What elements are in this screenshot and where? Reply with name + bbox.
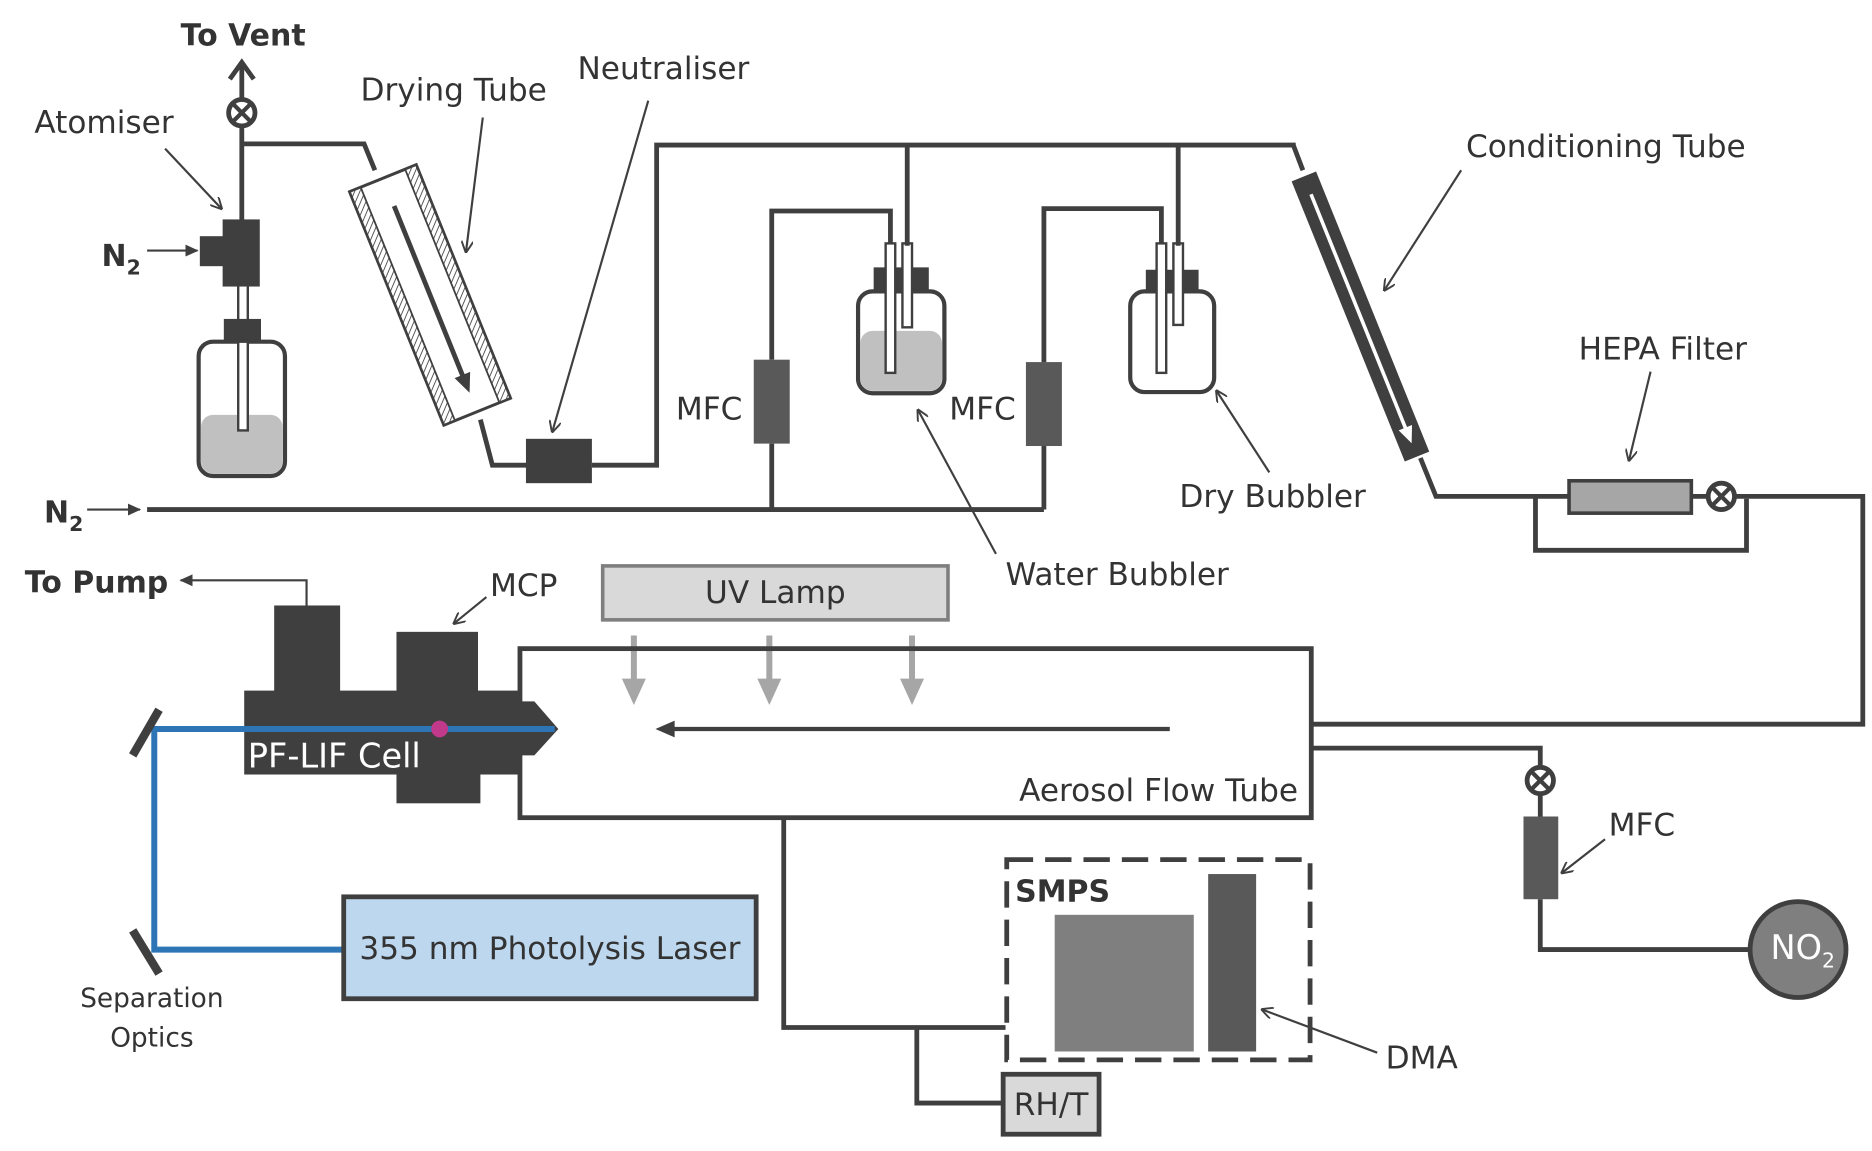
conditioning-flow-arrow-icon (1398, 424, 1413, 444)
laser-label: 355 nm Photolysis Laser (359, 931, 740, 967)
separation-optics-label-2: Optics (110, 1024, 193, 1054)
n2-atomiser-label: N2 (102, 239, 141, 279)
dma-pointer (1262, 1010, 1378, 1054)
atomiser-inlet (199, 236, 227, 267)
pipe-atomiser-drying (241, 141, 378, 172)
conditioning-tube-label: Conditioning Tube (1466, 129, 1746, 165)
uv-arrow-icon (621, 678, 646, 705)
uv-arrow-icon (757, 678, 782, 705)
pipe-mfc1-bubbler (769, 208, 893, 360)
conditioning-tube-pointer (1384, 169, 1463, 290)
pipe-drying-neutraliser (478, 419, 529, 468)
vent-arrow-icon (227, 58, 256, 81)
atomiser-label: Atomiser (34, 105, 173, 141)
drying-tube (347, 162, 513, 428)
rh-t-sensor (1000, 1071, 1102, 1137)
hepa-filter-label: HEPA Filter (1579, 332, 1747, 368)
pipe-conditioning-hepa (1418, 457, 1572, 499)
dry-bubbler-pointer (1217, 391, 1271, 473)
water-bubbler (855, 242, 947, 396)
mfc-1 (753, 359, 790, 444)
conditioning-tube (1291, 171, 1430, 462)
pipe-smps-rht (914, 1027, 1004, 1106)
mirror-top-icon (129, 707, 163, 758)
to-vent-label: To Vent (181, 19, 306, 54)
smps-box (1004, 857, 1313, 1063)
mfc-3-pointer (1562, 838, 1606, 873)
dry-bubbler-label: Dry Bubbler (1179, 479, 1366, 515)
pipe-main-conditioning (1291, 144, 1306, 172)
no2-label: NO2 (1770, 928, 1835, 972)
neutraliser-label: Neutraliser (578, 51, 750, 87)
neutraliser-pointer (552, 100, 650, 432)
rh-t-label: RH/T (1014, 1087, 1090, 1123)
photolysis-laser (341, 894, 759, 1002)
uv-light-arrows (621, 635, 925, 705)
water-bubbler-label: Water Bubbler (1006, 557, 1230, 593)
hepa-bypass-line (1533, 496, 1749, 553)
dma-label: DMA (1386, 1040, 1459, 1076)
to-pump-arrow-icon (179, 574, 308, 606)
mfc-3-label: MFC (1609, 808, 1676, 844)
pipe-neutraliser-main (591, 142, 1296, 468)
particle-counter (1054, 914, 1194, 1052)
drying-tube-label: Drying Tube (361, 73, 547, 109)
neutraliser (525, 438, 592, 484)
aerosol-flow-tube-label: Aerosol Flow Tube (1019, 773, 1298, 809)
pipe-hepa-flowtube (1312, 493, 1866, 727)
hepa-filter (1567, 478, 1694, 515)
smps-label: SMPS (1015, 875, 1110, 910)
dma (1208, 874, 1257, 1052)
uv-lamp-label: UV Lamp (705, 575, 846, 611)
pf-lif-cell (244, 605, 559, 804)
flow-direction-arrow-icon (655, 720, 675, 738)
pipe-mfc2-bubbler (1041, 206, 1164, 363)
bottle-liquid (201, 414, 283, 474)
laser-beam (151, 725, 555, 953)
n2-main-label: N2 (44, 496, 83, 536)
drying-tube-pointer (466, 117, 484, 251)
mfc-1-label: MFC (676, 392, 743, 428)
mirror-bottom-icon (129, 928, 163, 976)
pipe-flowtube-smps (781, 817, 1006, 1030)
mfc-2 (1025, 362, 1062, 447)
hepa-valve-icon[interactable] (1705, 480, 1737, 512)
pipe-mfc3-no2 (1537, 899, 1752, 952)
to-pump-label: To Pump (25, 565, 168, 600)
pipe-flowtube-no2 (1312, 745, 1543, 768)
atomiser-assembly: N2 (102, 58, 288, 479)
no2-valve-icon[interactable] (1524, 764, 1556, 797)
drying-flow-arrow-icon (454, 371, 471, 393)
vent-valve-icon[interactable] (226, 97, 258, 129)
mcp-pointer (454, 596, 488, 623)
interaction-point (431, 720, 449, 738)
mfc-2-label: MFC (949, 392, 1016, 428)
dry-bubbler (1128, 242, 1217, 395)
atomiser-pointer (164, 147, 221, 209)
bottle-cap (223, 318, 261, 342)
pf-lif-cell-label: PF-LIF Cell (248, 736, 421, 775)
atomiser-body (222, 219, 260, 287)
no2-cylinder (1747, 899, 1849, 1000)
water-bubbler-pointer (918, 410, 997, 555)
mfc-3 (1523, 816, 1559, 900)
hepa-filter-pointer (1629, 371, 1652, 461)
uv-lamp (600, 564, 950, 622)
dip-tube-inner (237, 340, 249, 432)
uv-arrow-icon (900, 678, 925, 705)
mcp-label: MCP (490, 568, 557, 604)
separation-optics-label-1: Separation (80, 984, 223, 1014)
